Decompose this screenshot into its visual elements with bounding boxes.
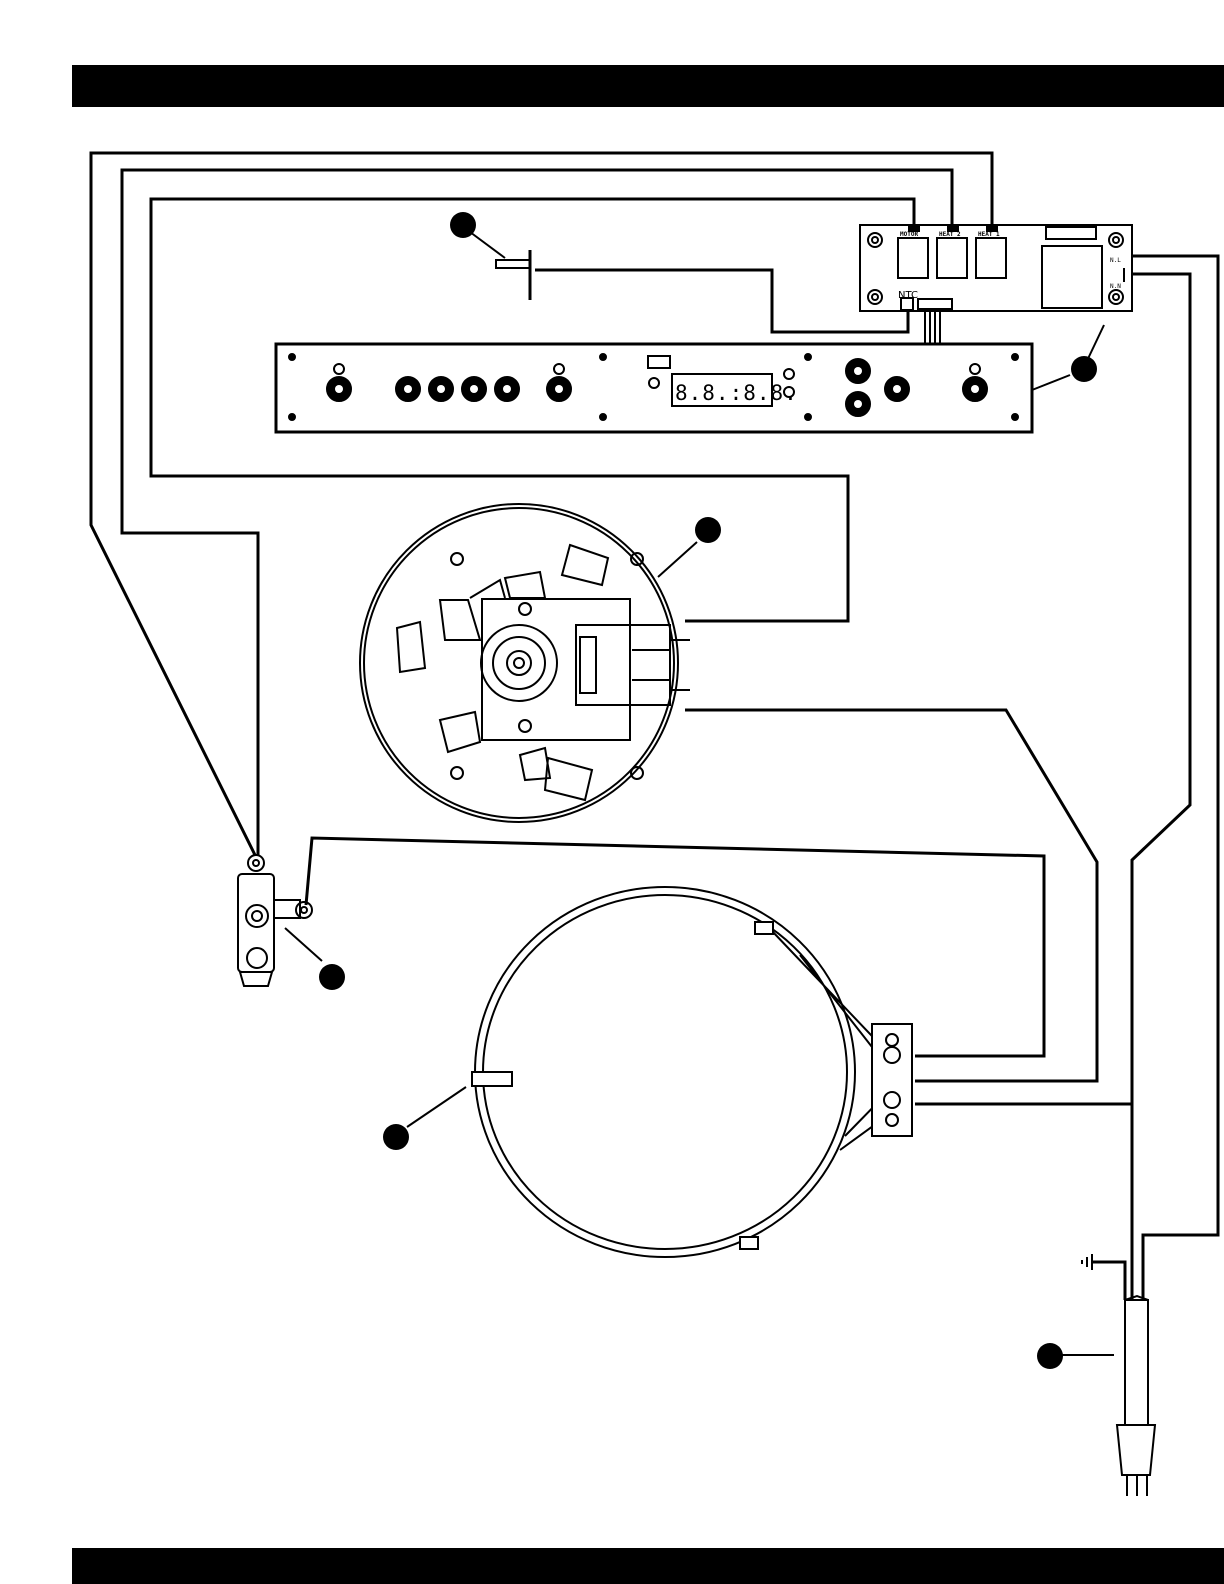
wire-thermostat-element xyxy=(306,838,1044,1056)
callout-heating-element xyxy=(383,1124,409,1150)
fan-motor xyxy=(360,504,690,822)
ground-icon xyxy=(1082,1254,1092,1270)
temperature-probe xyxy=(496,250,530,300)
control-panel xyxy=(276,344,1070,432)
wire-line xyxy=(1122,256,1218,1300)
callout-fan-motor xyxy=(695,517,721,543)
display-readout: 8.8.:8.8. xyxy=(675,381,798,405)
wire-ntc xyxy=(535,270,908,332)
heating-element xyxy=(472,887,912,1257)
thermostat xyxy=(238,855,312,986)
wire-ground xyxy=(1092,1262,1125,1300)
callout-probe xyxy=(450,212,476,238)
callout-board xyxy=(1071,356,1097,382)
board-terminal-label-motor: MOTOR xyxy=(900,231,918,238)
input-label-neutral: N.N xyxy=(1110,283,1121,290)
callout-power-cord xyxy=(1037,1343,1063,1369)
callout-thermostat xyxy=(319,964,345,990)
wire-heat2 xyxy=(122,170,952,855)
wire-neutral xyxy=(1122,274,1190,1300)
board-terminal-label-heat2: HEAT 2 xyxy=(939,231,961,238)
board-terminal-label-heat1: HEAT 1 xyxy=(978,231,1000,238)
input-label-line: N.L xyxy=(1110,257,1121,264)
ntc-label: NTC xyxy=(898,290,918,301)
power-cord xyxy=(1117,1296,1155,1496)
